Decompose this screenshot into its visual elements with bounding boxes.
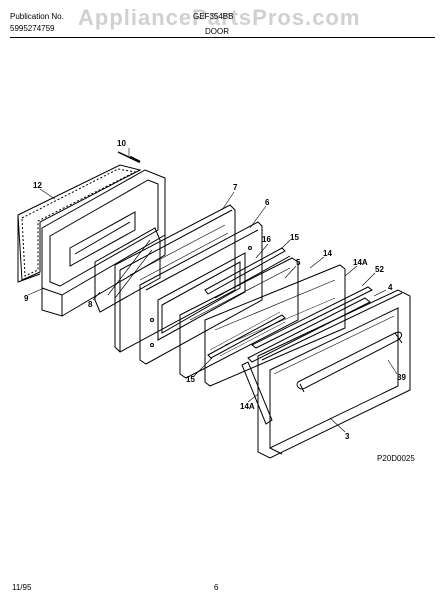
callout-16: 16 (262, 235, 271, 244)
section-title: DOOR (205, 27, 229, 36)
callout-6: 6 (265, 198, 270, 207)
model-number: GEF354BB (193, 12, 234, 21)
door-insulation-part (114, 204, 236, 353)
footer-date: 11/95 (12, 583, 32, 592)
callout-52: 52 (375, 265, 384, 274)
diagram-code: P20D0025 (377, 454, 415, 463)
watermark-text: AppliancePartsPros.com (78, 5, 361, 30)
inner-door-liner-part (41, 169, 166, 317)
callout-39: 39 (397, 373, 406, 382)
outer-glass-part (204, 264, 346, 387)
door-handle-part (296, 331, 403, 393)
publication-label: Publication No. (10, 12, 64, 21)
callout-15-upper: 15 (290, 233, 299, 242)
footer-page-number: 6 (214, 583, 219, 592)
door-gasket-part (17, 164, 142, 283)
callout-4: 4 (388, 283, 393, 292)
callout-14: 14 (323, 249, 332, 258)
outer-door-panel-part (257, 289, 411, 459)
screw-part (117, 151, 141, 164)
callout-10: 10 (117, 139, 126, 148)
leader-lines (27, 148, 398, 433)
callout-9: 9 (24, 294, 29, 303)
callout-5: 5 (296, 258, 301, 267)
callout-3: 3 (345, 432, 350, 441)
publication-number: 5995274759 (10, 24, 55, 33)
vertical-trim-part (241, 361, 273, 425)
callout-8: 8 (88, 300, 93, 309)
callout-12: 12 (33, 181, 42, 190)
header-rule (10, 37, 435, 38)
callout-14a-left: 14A (240, 402, 255, 411)
lower-trim-strip-part (207, 314, 286, 359)
callout-15-lower: 15 (186, 375, 195, 384)
window-frame-part (139, 221, 263, 365)
callout-14a-right: 14A (353, 258, 368, 267)
callout-7: 7 (233, 183, 238, 192)
side-trim-part (247, 286, 373, 363)
middle-glass-part (179, 257, 299, 379)
